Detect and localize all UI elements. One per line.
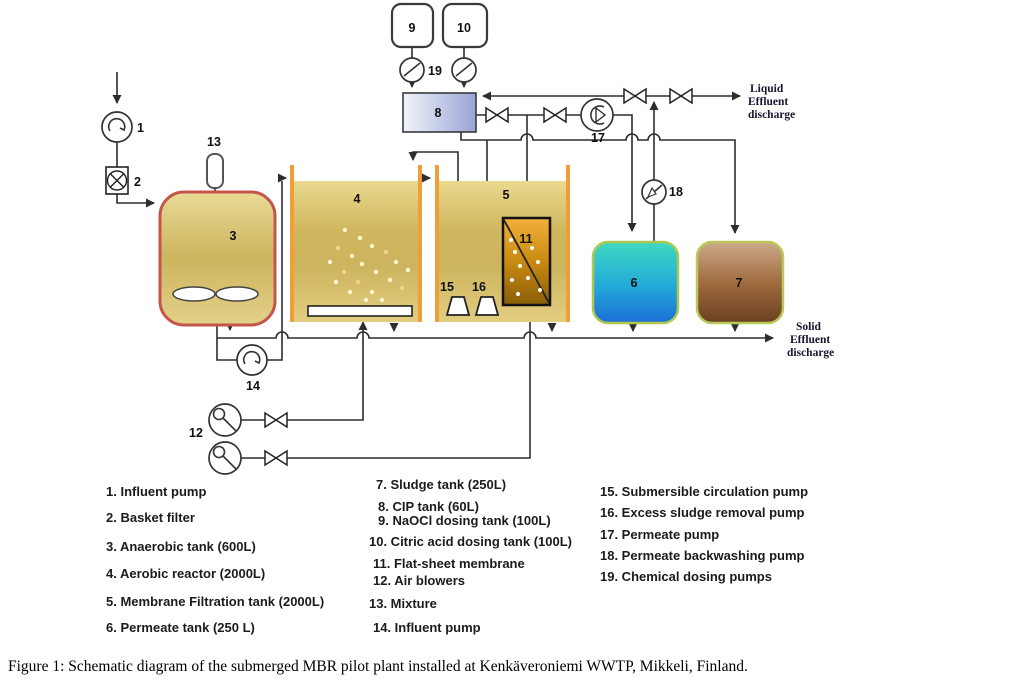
legend-item: 12. Air blowers — [373, 573, 465, 588]
backwash-pump-icon — [641, 179, 667, 205]
tag-backwash-pump: 18 — [669, 185, 683, 199]
membrane-bubbles — [509, 238, 542, 296]
legend-item: 11. Flat-sheet membrane — [373, 556, 525, 571]
legend-item: 17. Permeate pump — [600, 527, 720, 542]
permeate-pump-icon — [580, 98, 614, 132]
tag-naocl-tank: 9 — [409, 21, 416, 35]
liquid-effluent-line3: discharge — [748, 109, 795, 121]
air-diffuser — [307, 305, 413, 317]
liquid-effluent-label: Liquid Effluent discharge — [748, 83, 795, 121]
legend-item: 2. Basket filter — [106, 510, 195, 525]
solid-effluent-line2: Effluent — [790, 334, 830, 346]
valve-icon — [623, 87, 647, 105]
legend-item: 5. Membrane Filtration tank (2000L) — [106, 594, 325, 609]
citric-acid-dosing-tank — [441, 2, 489, 49]
filter-tank3-line — [116, 194, 155, 208]
solid-effluent-line3: discharge — [787, 347, 834, 359]
aerobic-water — [294, 181, 418, 322]
solid-effluent-line1: Solid — [796, 321, 822, 333]
tag-cip-tank: 8 — [435, 106, 442, 120]
flat-sheet-membrane — [501, 216, 552, 307]
naocl-dosing-tank — [390, 2, 435, 49]
legend-item: 13. Mixture — [369, 596, 437, 611]
valve-icon — [669, 87, 693, 105]
sludge-tank-body — [695, 240, 785, 325]
tag-citric-tank: 10 — [457, 21, 471, 35]
legend-item: 16. Excess sludge removal pump — [600, 505, 805, 520]
tank3-pump14-line — [216, 325, 237, 361]
tag-mixer: 13 — [207, 135, 221, 149]
permeate-tank-body — [591, 240, 680, 325]
legend-item: 14. Influent pump — [373, 620, 481, 635]
mixer-motor-icon — [206, 153, 224, 189]
legend-item: 3. Anaerobic tank (600L) — [106, 539, 256, 554]
aerobic-wall-left — [290, 165, 294, 322]
liquid-effluent-line1: Liquid — [750, 83, 784, 95]
recirculation-pump-icon — [236, 344, 268, 376]
basket-filter-icon — [105, 166, 129, 195]
excess-sludge-removal-pump — [474, 296, 500, 316]
air-blower-top-icon — [208, 403, 242, 437]
valve-icon — [264, 449, 288, 467]
permeate-tank — [591, 240, 680, 325]
tag-basket-filter: 2 — [134, 175, 141, 189]
cip-tank-body — [402, 92, 477, 133]
membrane-wall-left — [435, 165, 439, 322]
permeate-to-tank6-line — [613, 114, 637, 232]
tag-anaerobic-tank: 3 — [230, 229, 237, 243]
impeller-icon — [172, 286, 259, 302]
legend-item: 19. Chemical dosing pumps — [600, 569, 772, 584]
aerobic-reactor — [290, 165, 422, 322]
air-blower-bottom-icon — [208, 441, 242, 475]
pump14-riser — [267, 181, 283, 361]
legend-item: 18. Permeate backwashing pump — [600, 548, 805, 563]
anaerobic-tank — [158, 190, 277, 327]
influent-pump-icon — [101, 111, 133, 143]
valve-icon — [485, 106, 509, 124]
tag-permeate-tank: 6 — [631, 276, 638, 290]
solid-effluent-line — [217, 331, 774, 343]
membrane-wall-right — [566, 165, 570, 322]
submersible-circulation-pump — [445, 296, 471, 316]
tag-circulation-pump: 15 — [440, 280, 454, 294]
chemical-dosing-pump-right-icon — [451, 57, 477, 83]
solid-effluent-label: Solid Effluent discharge — [787, 321, 834, 359]
anaerobic-tank-body — [158, 190, 277, 327]
valve-icon — [264, 411, 288, 429]
tag-influent-pump: 1 — [137, 121, 144, 135]
tag-aerobic-reactor: 4 — [354, 192, 361, 206]
valve-icon — [543, 106, 567, 124]
tag-dosing-pumps: 19 — [428, 64, 442, 78]
tag-permeate-pump: 17 — [591, 131, 605, 145]
process-diagram: 1 2 3 4 5 6 7 8 9 10 11 12 13 14 15 16 1… — [101, 2, 834, 475]
legend-item: 9. NaOCl dosing tank (100L) — [378, 513, 551, 528]
legend-item: 4. Aerobic reactor (2000L) — [106, 566, 266, 581]
legend-item: 15. Submersible circulation pump — [600, 484, 809, 499]
aerobic-wall-right — [418, 165, 422, 322]
figure-caption: Figure 1: Schematic diagram of the subme… — [8, 658, 748, 675]
air-line-to-membrane — [241, 309, 535, 459]
legend-item: 7. Sludge tank (250L) — [376, 477, 507, 492]
tag-sludge-removal-pump: 16 — [472, 280, 486, 294]
tag-recirculation-pump: 14 — [246, 379, 260, 393]
valves — [264, 87, 693, 467]
equipment-tags: 1 2 3 4 5 6 7 8 9 10 11 12 13 14 15 16 1… — [134, 21, 743, 440]
legend-item: 8. CIP tank (60L) — [378, 499, 479, 514]
tag-membrane-module: 11 — [519, 232, 532, 246]
legend-item: 1. Influent pump — [106, 484, 207, 499]
aeration-bubbles — [327, 227, 411, 303]
legend-item: 6. Permeate tank (250 L) — [106, 620, 255, 635]
tag-sludge-tank: 7 — [736, 276, 743, 290]
tag-air-blowers: 12 — [189, 426, 203, 440]
cip-tank — [402, 92, 477, 133]
mixer — [206, 153, 224, 189]
liquid-effluent-line2: Effluent — [748, 96, 788, 108]
legend-item: 10. Citric acid dosing tank (100L) — [369, 534, 572, 549]
chemical-dosing-pump-left-icon — [399, 57, 425, 83]
pipes — [112, 47, 774, 459]
sludge-tank — [695, 240, 785, 325]
tag-membrane-tank: 5 — [503, 188, 510, 202]
